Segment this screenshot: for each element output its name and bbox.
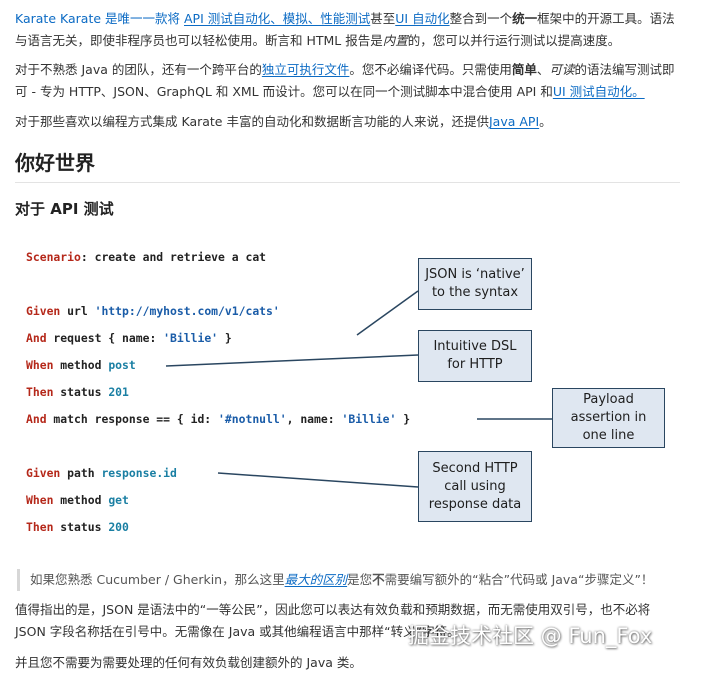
p2-text-readable: 可读 <box>549 62 575 77</box>
code-string-url: 'http://myhost.com/v1/cats' <box>94 304 280 318</box>
code-text: : create and retrieve a cat <box>80 250 267 264</box>
intro-paragraph-2: 对于不熟悉 Java 的团队，还有一个跨平台的独立可执行文件。您不必编译代码。只… <box>15 59 680 103</box>
quote-text-c: 是您 <box>347 572 373 587</box>
cucumber-quote: 如果您熟悉 Cucumber / Gherkin，那么这里最大的区别是您不需要编… <box>30 569 680 591</box>
arrow-second-call <box>217 472 419 488</box>
code-text: method <box>53 358 109 372</box>
callout-intuitive-dsl: Intuitive DSL for HTTP <box>418 330 532 382</box>
code-line-status-200: Then status 200 <box>26 519 129 535</box>
keyword-and: And <box>26 331 47 345</box>
intro-text-g: 框架中的开源工具。语法与语言无关，即使非程序员也可以轻松使用。断言和 HTML … <box>15 11 675 48</box>
biggest-difference-link[interactable]: 最大的区别 <box>284 572 348 587</box>
arrow-intuitive-dsl <box>165 354 419 367</box>
callout-second-http-call: Second HTTP call using response data <box>418 451 532 522</box>
code-line-method-get: When method get <box>26 492 129 508</box>
code-text: method <box>53 493 109 507</box>
arrow-json-native <box>356 290 419 336</box>
p2-text-g: 的语法编写测试即可 - 专为 HTTP、JSON、GraphQL 和 XML 而… <box>15 62 675 99</box>
keyword-then: Then <box>26 520 54 534</box>
outro-paragraph-1: 值得指出的是，JSON 是语法中的“一等公民”，因此您可以表达有效负载和预期数据… <box>15 602 651 639</box>
code-line-match: And match response == { id: '#notnull', … <box>26 411 410 427</box>
intro-text-e: 整合到一个 <box>449 11 513 26</box>
code-line-scenario: Scenario: create and retrieve a cat <box>26 249 266 265</box>
intro-text-c: 甚至 <box>370 11 396 26</box>
ui-automation-link[interactable]: UI 自动化 <box>395 11 450 26</box>
p3-text-a: 对于那些喜欢以编程方式集成 Karate 丰富的自动化和数据断言功能的人来说，还… <box>15 114 489 129</box>
code-text: } <box>396 412 411 426</box>
quote-bar <box>17 569 20 591</box>
keyword-given: Given <box>26 466 61 480</box>
p2-text-simple: 简单 <box>511 62 537 77</box>
code-string-billie: 'Billie' <box>341 412 397 426</box>
intro-paragraph-1: Karate Karate 是唯一一款将 API 测试自动化、模拟、性能测试甚至… <box>15 8 680 52</box>
quote-text-e: 需要编写额外的“粘合”代码或 Java“步骤定义”！ <box>384 572 654 587</box>
code-text: status <box>53 385 109 399</box>
code-token-response-id: response.id <box>101 466 177 480</box>
intro-text-builtin: 内置 <box>382 33 408 48</box>
karate-link[interactable]: Karate <box>15 11 57 26</box>
code-line-method-post: When method post <box>26 357 136 373</box>
code-line-given-url: Given url 'http://myhost.com/v1/cats' <box>26 303 280 319</box>
outro-paragraph-2: 并且您不需要为需要处理的任何有效负载创建额外的 Java 类。 <box>15 655 362 670</box>
p2-text-c: 。您不必编译代码。只需使用 <box>349 62 512 77</box>
keyword-and: And <box>26 412 47 426</box>
code-text: , name: <box>286 412 342 426</box>
code-line-path: Given path response.id <box>26 465 177 481</box>
intro-text-unified: 统一 <box>512 11 538 26</box>
code-text: match response == { id: <box>46 412 219 426</box>
api-testing-link[interactable]: API 测试自动化、模拟、性能测试 <box>184 11 371 26</box>
p2-text-e: 、 <box>536 62 550 77</box>
code-text: } <box>218 331 232 345</box>
code-string-notnull: '#notnull' <box>218 412 287 426</box>
keyword-scenario: Scenario <box>26 250 81 264</box>
keyword-given: Given <box>26 304 61 318</box>
code-text: status <box>53 520 109 534</box>
code-token-200: 200 <box>108 520 129 534</box>
code-token-post: post <box>108 358 136 372</box>
code-string-billie: 'Billie' <box>163 331 219 345</box>
callout-json-native: JSON is ‘native’ to the syntax <box>418 258 532 310</box>
code-text: path <box>60 466 102 480</box>
heading-divider <box>15 182 680 183</box>
hello-world-heading: 你好世界 <box>15 151 95 175</box>
ui-test-automation-link[interactable]: UI 测试自动化。 <box>552 84 645 99</box>
keyword-then: Then <box>26 385 54 399</box>
watermark: 掘金技术社区 @ Fun_Fox <box>408 624 653 648</box>
keyword-when: When <box>26 493 54 507</box>
api-testing-heading: 对于 API 测试 <box>15 200 114 218</box>
standalone-executable-link[interactable]: 独立可执行文件 <box>261 62 350 77</box>
quote-text-not: 不 <box>372 572 385 587</box>
code-text: url <box>60 304 95 318</box>
java-api-link[interactable]: Java API <box>488 114 540 129</box>
intro-text-a: Karate 是唯一一款将 <box>60 11 184 26</box>
intro-paragraph-3: 对于那些喜欢以编程方式集成 Karate 丰富的自动化和数据断言功能的人来说，还… <box>15 111 680 133</box>
p3-text-c: 。 <box>539 114 552 129</box>
code-token-get: get <box>108 493 129 507</box>
p2-text-a: 对于不熟悉 Java 的团队，还有一个跨平台的 <box>15 62 262 77</box>
code-line-request: And request { name: 'Billie' } <box>26 330 232 346</box>
callout-payload-assertion: Payload assertion in one line <box>552 388 665 448</box>
code-text: request { name: <box>46 331 164 345</box>
code-line-status-201: Then status 201 <box>26 384 129 400</box>
code-token-201: 201 <box>108 385 129 399</box>
intro-text-i: 的，您可以并行运行测试以提高速度。 <box>407 33 621 48</box>
keyword-when: When <box>26 358 54 372</box>
quote-text-a: 如果您熟悉 Cucumber / Gherkin，那么这里 <box>30 572 285 587</box>
